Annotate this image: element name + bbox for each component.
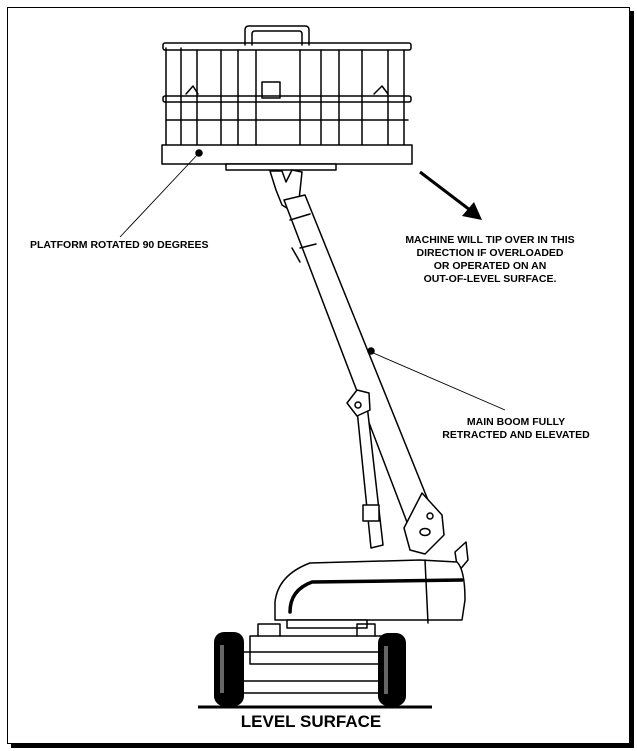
level-surface-label: LEVEL SURFACE [240,712,382,731]
platform-leader-line [119,153,199,238]
wheels [214,632,406,706]
main-boom-label: MAIN BOOM FULLY RETRACTED AND ELEVATED [420,416,612,442]
lift-cylinder [346,389,384,549]
chassis [239,623,391,694]
platform-floor [161,144,413,171]
tip-direction-arrow [419,170,482,220]
turntable [274,559,466,629]
platform-basket [162,25,412,146]
platform-label: PLATFORM ROTATED 90 DEGREES [30,239,209,251]
tip-warning-label: MACHINE WILL TIP OVER IN THIS DIRECTION … [377,234,603,286]
main-boom-line: MAIN BOOM FULLY [466,416,566,428]
tip-warning-line: OUT-OF-LEVEL SURFACE. [423,273,557,285]
tip-warning-line: MACHINE WILL TIP OVER IN THIS [405,234,575,246]
tip-warning-line: DIRECTION IF OVERLOADED [416,247,564,259]
tip-warning-line: OR OPERATED ON AN [433,260,547,272]
main-boom-line: RETRACTED AND ELEVATED [442,429,590,441]
boom-leader-line [370,351,506,411]
